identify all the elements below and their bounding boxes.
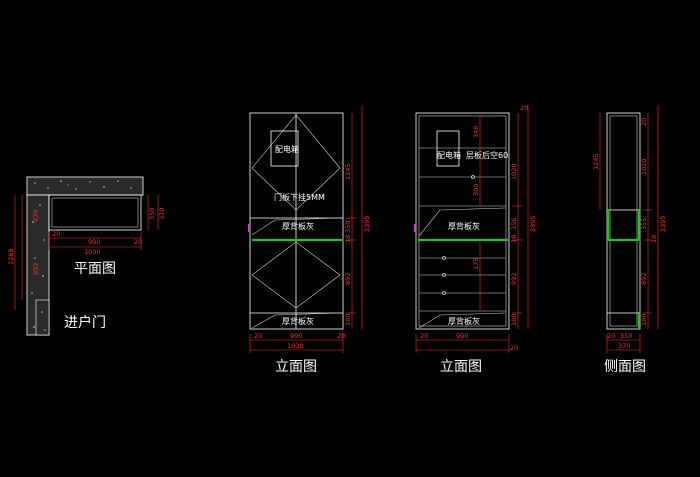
- front2-marker: [414, 224, 416, 232]
- side-dim-v2: 1020: [640, 158, 648, 175]
- plan-dim-c: 20: [134, 238, 142, 246]
- front1-note: 门板下挂5MM: [274, 192, 325, 202]
- front1-box-label: 配电箱: [275, 144, 299, 154]
- front2-dim-i3: 175: [472, 258, 480, 270]
- front2-outer: [415, 112, 510, 330]
- front1-dim-c: 20: [337, 332, 345, 340]
- front2-dim-i2: 300: [472, 184, 480, 196]
- side-dim-top: 20: [640, 118, 648, 126]
- side-dim-v6: 180: [640, 314, 648, 326]
- front2-dim-overall: 2395: [529, 215, 537, 232]
- side-view: 20 350 370 1245 20 1020 355 18 892 180 2…: [592, 105, 667, 375]
- front1-back-2: 厚背板灰: [282, 316, 314, 326]
- plan-dim-a: 20: [52, 230, 60, 238]
- front2-dim-b: 990: [456, 332, 468, 340]
- plan-title: 平面图: [74, 261, 116, 277]
- front-elevation-2: 配电箱 层板后空60 厚背板灰 厚背板灰 348 300 175 20 990 …: [414, 104, 537, 375]
- front1-dim-v3: 18: [344, 235, 352, 243]
- plan-dim-b: 990: [88, 238, 100, 246]
- plan-dim-h2: 892: [32, 263, 40, 275]
- front2-dim-v0: 20: [520, 104, 528, 112]
- plan-dim-d1: 350: [148, 208, 156, 220]
- plan-cabinet-outer: [48, 194, 142, 231]
- front2-dim-v5: 180: [510, 314, 518, 326]
- front1-title: 立面图: [275, 359, 317, 375]
- front2-back-1: 厚背板灰: [448, 221, 480, 231]
- plan-dim-total: 1030: [84, 248, 101, 256]
- plan-view: 20 990 20 1030 350 370 1265 892 470 平面图 …: [7, 176, 166, 336]
- front2-dim-a: 20: [420, 332, 428, 340]
- side-dim-total: 370: [618, 342, 630, 350]
- side-dim-v5: 892: [640, 273, 648, 285]
- front2-dim-v4: 892: [510, 273, 518, 285]
- side-dim-overall: 2395: [659, 215, 667, 232]
- front1-dim-v1: 1245: [344, 163, 352, 180]
- front2-box-label: 配电箱: [437, 150, 461, 160]
- front1-outer: [249, 112, 344, 330]
- front2-title: 立面图: [440, 359, 482, 375]
- front2-dim-v2: 356: [510, 218, 518, 230]
- front-elevation-1: 配电箱 门板下挂5MM 厚背板灰 厚背板灰 20 990 20 1030 124…: [248, 105, 371, 375]
- front2-back-2: 厚背板灰: [448, 316, 480, 326]
- front2-dim-v1: 1020: [510, 163, 518, 180]
- front1-back-1: 厚背板灰: [282, 221, 314, 231]
- front2-dim-c: 20: [510, 344, 518, 352]
- front2-panel-box: [436, 130, 460, 167]
- front1-marker: [248, 224, 250, 232]
- front2-note: 层板后空60: [466, 150, 508, 160]
- front1-panel-box: [270, 130, 299, 167]
- front1-dim-a: 20: [254, 332, 262, 340]
- front1-dim-v5: 180: [344, 314, 352, 326]
- plan-dim-h3: 470: [32, 210, 40, 222]
- front1-dim-total: 1030: [287, 342, 304, 350]
- front1-dim-b: 990: [290, 332, 302, 340]
- side-dim-v1: 1245: [592, 153, 600, 170]
- side-dim-a: 20: [607, 332, 615, 340]
- front1-dim-overall: 2395: [363, 215, 371, 232]
- plan-entrance-label: 进户门: [64, 314, 106, 331]
- side-dim-v4: 18: [650, 235, 658, 243]
- front1-dim-v4: 892: [344, 273, 352, 285]
- side-dim-v3: 355: [640, 218, 648, 230]
- front2-dim-i1: 348: [472, 126, 480, 138]
- plan-cabinet-inner: [51, 197, 139, 228]
- plan-dim-h1: 1265: [7, 248, 15, 265]
- side-title: 侧面图: [604, 359, 646, 375]
- side-outer: [606, 112, 641, 330]
- plan-dim-d2: 370: [158, 208, 166, 220]
- side-dim-b: 350: [620, 332, 632, 340]
- front2-dim-v3: 18: [510, 235, 518, 243]
- plan-wall: [26, 176, 144, 336]
- front1-dim-v2: 350: [344, 221, 352, 233]
